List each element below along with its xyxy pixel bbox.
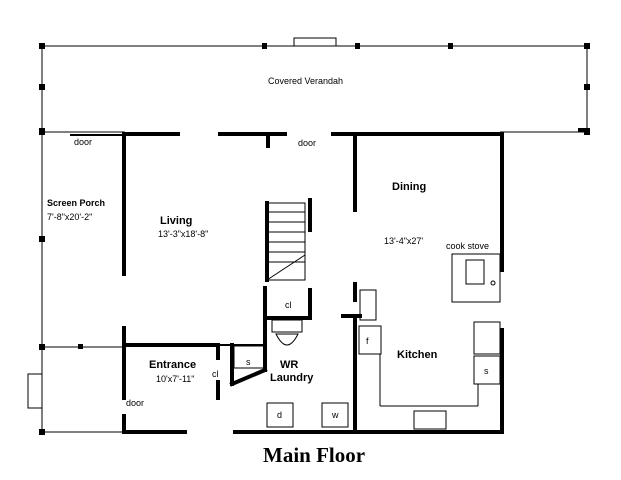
living-label: Living [160, 215, 192, 227]
kitchen-fixtures [358, 253, 502, 430]
exterior-walls [122, 132, 504, 434]
screen-porch-outline [27, 132, 125, 435]
sink-label: s [484, 366, 489, 376]
laundry-fixtures [233, 319, 349, 428]
laundry-label: Laundry [270, 372, 314, 384]
plan-title: Main Floor [263, 443, 365, 467]
verandah-label: Covered Verandah [268, 76, 343, 86]
living-dimensions: 13'-3"x18'-8" [158, 229, 208, 239]
dining-label: Dining [392, 181, 426, 193]
living-door-label: door [298, 138, 316, 148]
dining-dimensions: 13'-4"x27' [384, 236, 423, 246]
screen-porch-dimensions: 7'-8"x20'-2" [47, 212, 92, 222]
washroom-label: WR [280, 359, 298, 371]
entrance-door-label: door [126, 398, 144, 408]
kitchen-label: Kitchen [397, 349, 438, 361]
verandah-outline [39, 37, 590, 135]
screen-porch-label: Screen Porch [47, 198, 105, 208]
porch-door-label: door [74, 137, 92, 147]
entrance-dimensions: 10'x7'-11" [156, 374, 195, 384]
entrance-closet-label: cl [212, 369, 219, 379]
washer-label: w [331, 410, 339, 420]
dryer-label: d [277, 410, 282, 420]
interior-walls [122, 132, 362, 434]
cook-stove-label: cook stove [446, 241, 489, 251]
stairs [265, 201, 306, 282]
fridge-label: f [366, 336, 369, 346]
shower-label: s [246, 357, 251, 367]
stair-closet-label: cl [285, 300, 292, 310]
entrance-label: Entrance [149, 359, 196, 371]
